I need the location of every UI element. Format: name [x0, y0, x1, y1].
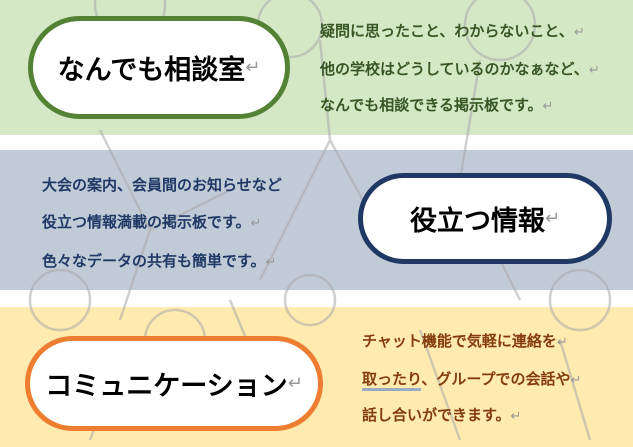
- communication-title: コミュニケーション: [45, 371, 288, 402]
- information-title: 役立つ情報: [409, 206, 545, 237]
- information-desc-line: 大会の案内、会員間のお知らせなど: [42, 176, 282, 194]
- information-desc-line: 色々なデータの共有も簡単です。↵: [42, 252, 277, 270]
- consultation-title: なんでも相談室: [57, 55, 246, 86]
- spellcheck-underlined-text: 取ったり: [362, 370, 422, 391]
- information-desc-line: 役立つ情報満載の掲示板です。↵: [42, 213, 262, 231]
- communication-desc-line: チャット機能で気軽に連絡を↵: [362, 332, 568, 350]
- paragraph-mark: ↵: [245, 57, 261, 78]
- paragraph-mark: ↵: [287, 373, 303, 394]
- communication-title-pill[interactable]: コミュニケーション↵: [25, 336, 323, 431]
- consultation-desc-line: なんでも相談できる掲示板です。↵: [320, 96, 554, 114]
- communication-desc-line: 取ったり、グループでの会話や↵: [362, 368, 581, 391]
- consultation-desc-line: 他の学校はどうしているのかなぁなど、↵: [320, 60, 600, 78]
- consultation-title-pill[interactable]: なんでも相談室↵: [28, 16, 290, 119]
- consultation-desc-line: 疑問に思ったこと、わからないこと、↵: [320, 22, 585, 40]
- information-title-pill[interactable]: 役立つ情報↵: [358, 173, 612, 264]
- paragraph-mark: ↵: [544, 208, 561, 229]
- communication-desc-line: 話し合いができます。↵: [362, 406, 522, 424]
